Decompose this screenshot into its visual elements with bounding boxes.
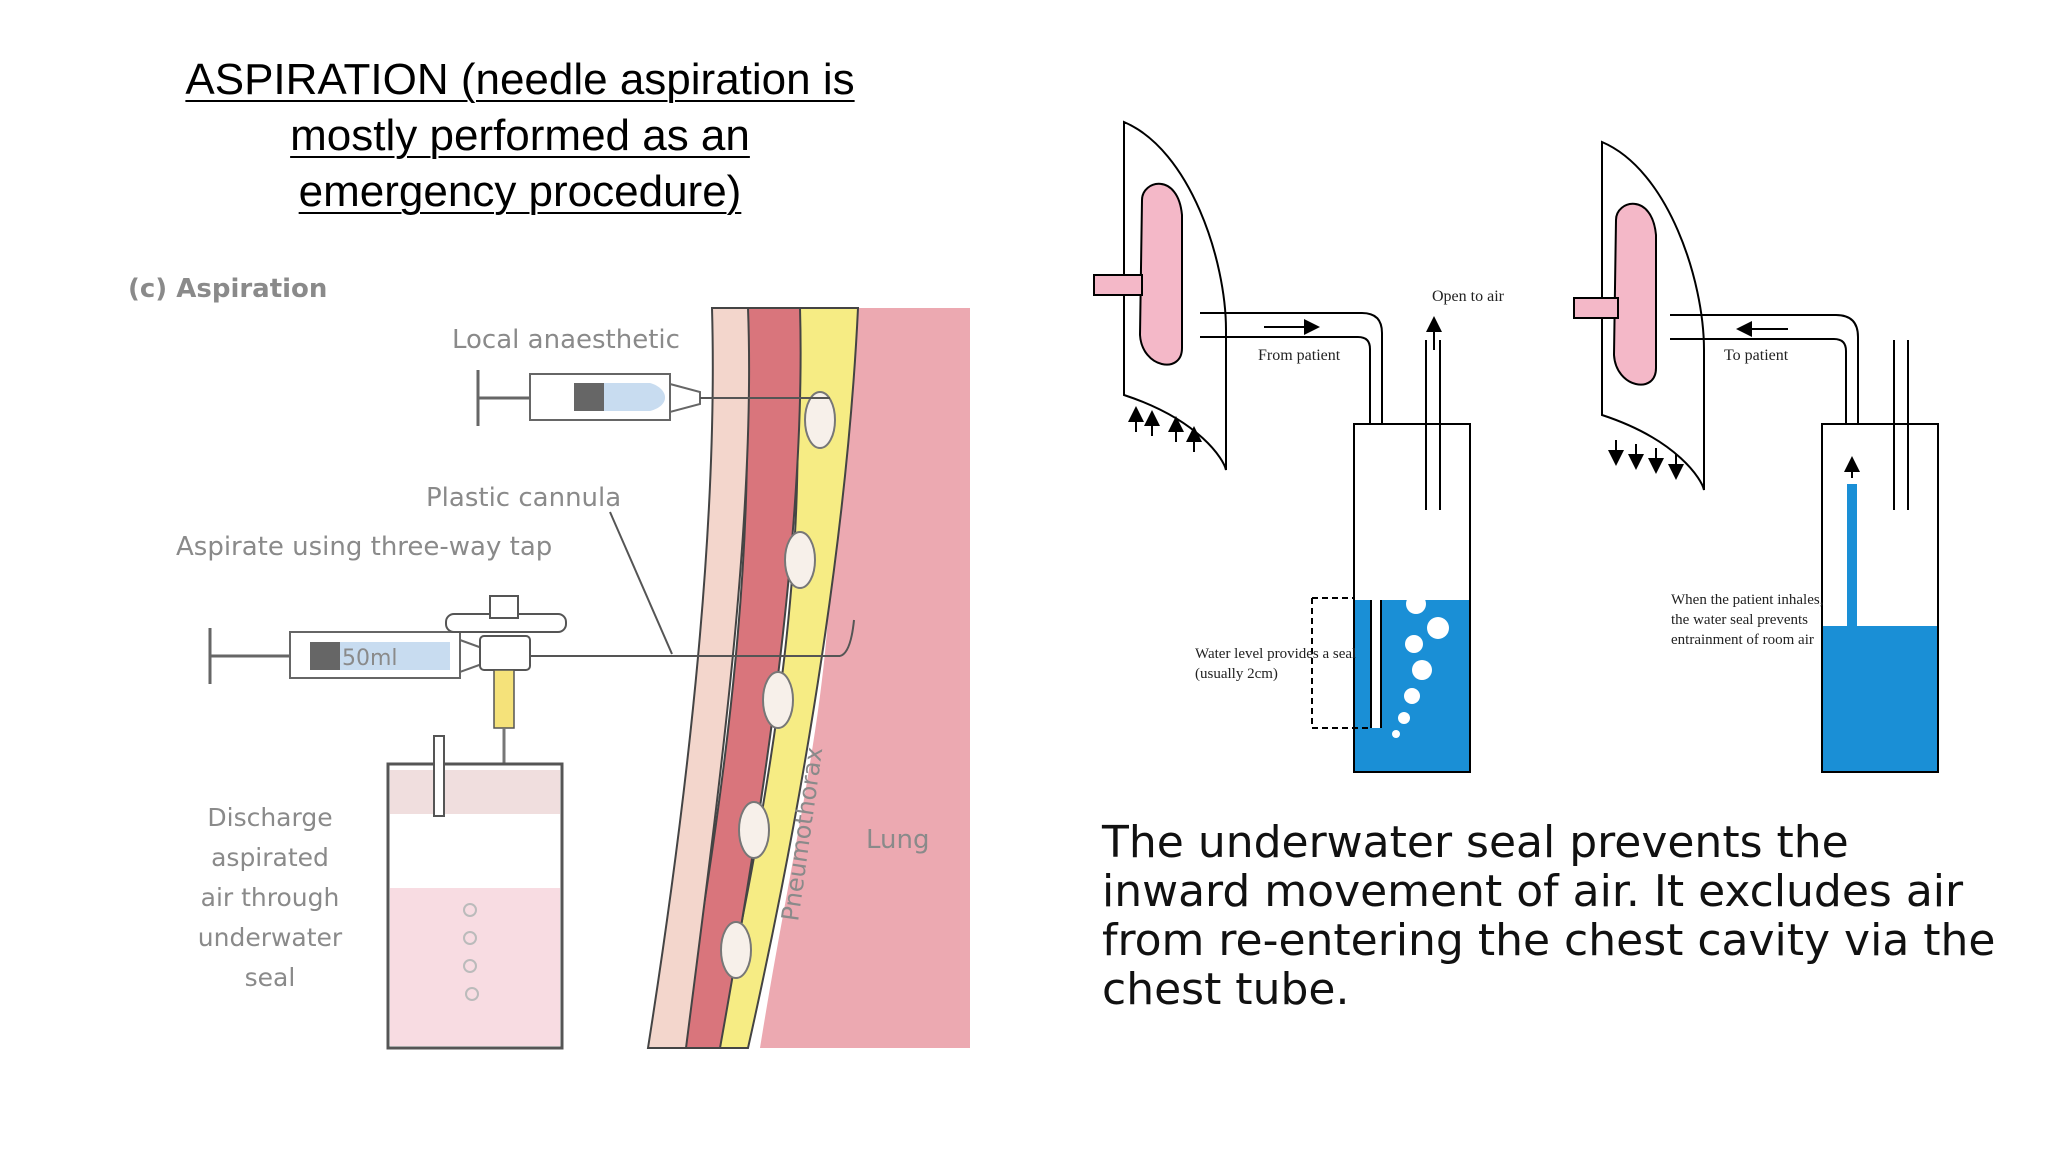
title-line-2: mostly performed as an bbox=[290, 111, 750, 160]
anaesthetic-syringe: Local anaesthetic bbox=[452, 325, 830, 426]
local-anaesthetic-label: Local anaesthetic bbox=[452, 325, 680, 355]
rib bbox=[720, 921, 752, 979]
rib bbox=[784, 531, 816, 589]
three-way-tap-body bbox=[479, 635, 531, 671]
chest-wall-skin bbox=[646, 307, 751, 1049]
discharge-label-2: aspirated bbox=[211, 843, 329, 872]
title-line-3: emergency procedure) bbox=[298, 167, 742, 216]
title-line-1: ASPIRATION (needle aspiration is bbox=[185, 55, 855, 104]
rib bbox=[762, 671, 794, 729]
to-patient-label: To patient bbox=[1724, 347, 1789, 364]
syringe-volume-label: 50ml bbox=[342, 646, 398, 671]
water-fill bbox=[1823, 626, 1937, 771]
chest-tube-port bbox=[1093, 274, 1143, 296]
tube-water-column bbox=[1847, 484, 1857, 730]
discharge-label-1: Discharge bbox=[207, 803, 332, 832]
rib bbox=[738, 801, 770, 859]
aspiration-syringe: Plastic cannula Aspirate using three-way… bbox=[176, 483, 855, 1010]
three-way-tap-label: Aspirate using three-way tap bbox=[176, 532, 552, 562]
from-patient-label: From patient bbox=[1258, 347, 1341, 364]
water-level-label-1: Water level provides a seal bbox=[1195, 646, 1356, 662]
lung-label: Lung bbox=[866, 825, 930, 855]
aspiration-heading: (c) Aspiration bbox=[128, 274, 327, 304]
chest-wall-muscle bbox=[678, 307, 802, 1049]
discharge-label-3: air through bbox=[201, 883, 340, 912]
aspiration-figure: (c) Aspiration Pneumothorax Lung Local a… bbox=[128, 274, 970, 1050]
seal-figure-exhale: Open to air From patient Water level pro… bbox=[1093, 120, 1505, 773]
description-text: The underwater seal prevents the inward … bbox=[1102, 817, 1996, 1015]
water-level-label-2: (usually 2cm) bbox=[1195, 666, 1278, 682]
inhale-label-3: entrainment of room air bbox=[1671, 632, 1814, 648]
chest-wall-layers: Pneumothorax Lung bbox=[646, 307, 970, 1049]
chest-tube-port bbox=[1573, 297, 1619, 319]
seal-figure-inhale: To patient When the patient inhales, the… bbox=[1573, 140, 1939, 773]
discharge-label-4: underwater bbox=[198, 923, 343, 952]
lung-shape bbox=[1612, 202, 1657, 386]
slide-title: ASPIRATION (needle aspiration is mostly … bbox=[150, 52, 890, 220]
discharge-label-5: seal bbox=[245, 963, 296, 992]
plastic-cannula-label: Plastic cannula bbox=[426, 483, 621, 513]
open-to-air-label: Open to air bbox=[1432, 288, 1505, 305]
rib bbox=[804, 391, 836, 449]
inhale-label-2: the water seal prevents bbox=[1671, 612, 1808, 628]
lung-shape bbox=[1138, 182, 1183, 366]
inhale-label-1: When the patient inhales, bbox=[1671, 592, 1823, 608]
underwater-seal-jar: Discharge aspirated air through underwat… bbox=[198, 735, 564, 1050]
lung-tissue bbox=[760, 308, 970, 1048]
